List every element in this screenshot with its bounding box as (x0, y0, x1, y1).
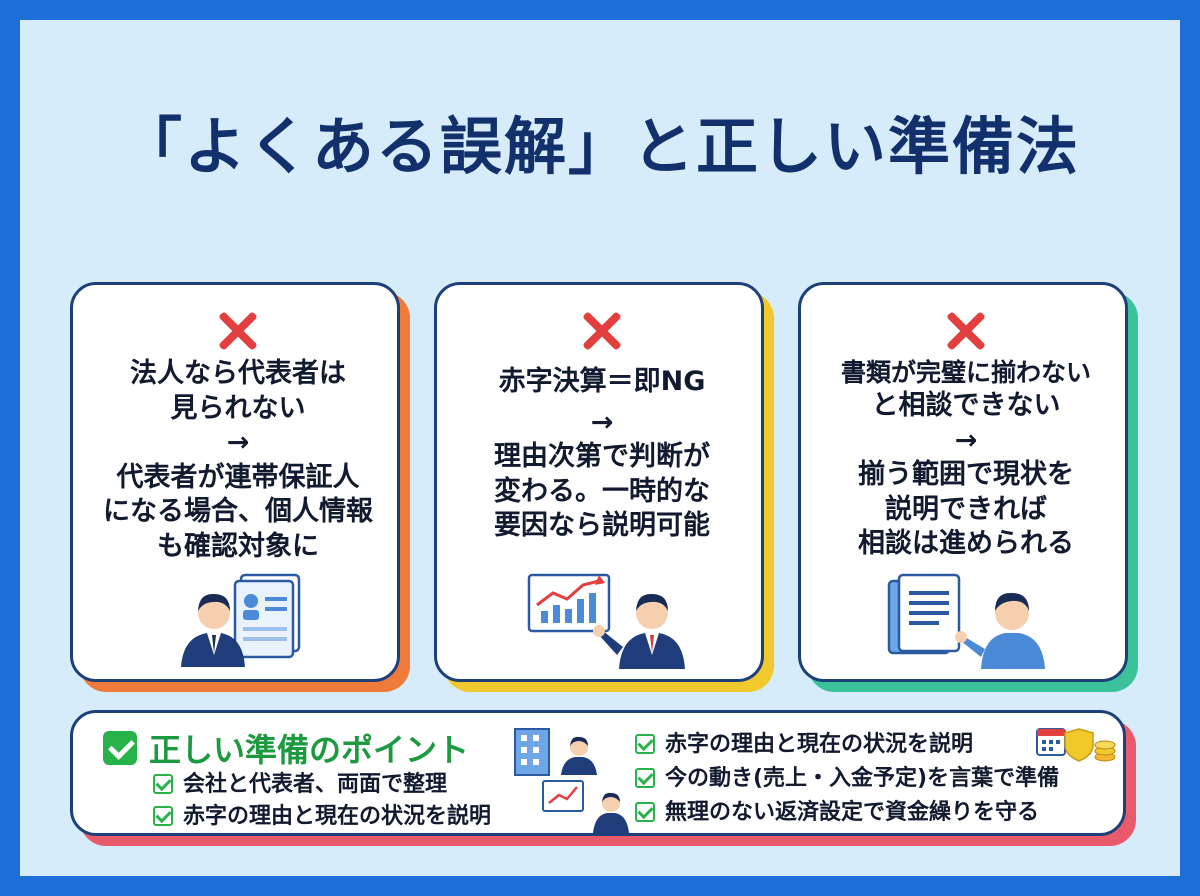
misconception-card-3: 書類が完璧に揃わない と相談できない → 揃う範囲で現状を 説明できれば 相談は… (798, 282, 1138, 692)
checkbox-icon (153, 806, 173, 826)
point-item-label: 赤字の理由と現在の状況を説明 (665, 732, 974, 757)
card-body: 赤字決算＝即NG → 理由次第で判断が 変わる。一時的な 要因なら説明可能 (434, 282, 764, 682)
card-line: と相談できない (871, 390, 1061, 421)
point-item-label: 今の動き(売上・入金予定)を言葉で準備 (665, 766, 1060, 791)
checkbox-icon (635, 768, 655, 788)
x-mark-icon (214, 307, 262, 355)
point-item-label: 赤字の理由と現在の状況を説明 (183, 804, 492, 829)
card-text: 書類が完璧に揃わない と相談できない → 揃う範囲で現状を 説明できれば 相談は… (811, 357, 1121, 562)
representative-with-document-icon (181, 573, 301, 667)
check-icon (103, 731, 137, 765)
arrow-text: → (226, 427, 250, 459)
card-line: 代表者が連帯保証人 (116, 461, 360, 493)
card-line: 見られない (170, 392, 306, 424)
points-title: 正しい準備のポイント (149, 731, 470, 769)
point-item: 赤字の理由と現在の状況を説明 (635, 731, 973, 759)
x-mark-icon (942, 307, 990, 355)
person-with-documents-icon (887, 573, 1045, 669)
card-line: 赤字決算＝即NG (498, 366, 706, 397)
card-line: 書類が完璧に揃わない (840, 358, 1091, 387)
misconception-card-2: 赤字決算＝即NG → 理由次第で判断が 変わる。一時的な 要因なら説明可能 (434, 282, 774, 692)
checkbox-icon (153, 774, 173, 794)
calendar-shield-coins-icon (1036, 728, 1116, 762)
card-line: 要因なら説明可能 (494, 510, 710, 542)
checkbox-icon (635, 734, 655, 754)
checkbox-icon (635, 802, 655, 822)
point-item: 赤字の理由と現在の状況を説明 (153, 803, 491, 831)
card-body: 法人なら代表者は 見られない → 代表者が連帯保証人 になる場合、個人情報 も確… (70, 282, 400, 682)
card-line: 揃う範囲で現状を (858, 459, 1074, 491)
page-title: 「よくある誤解」と正しい準備法 (119, 110, 1080, 183)
point-item: 今の動き(売上・入金予定)を言葉で準備 (635, 765, 1059, 793)
arrow-text: → (954, 424, 978, 456)
arrow-text: → (590, 406, 614, 438)
points-panel: 正しい準備のポイント 会社と代表者、両面で整理 赤字の理由と現在の状況を説明 赤… (70, 710, 1126, 836)
card-body: 書類が完璧に揃わない と相談できない → 揃う範囲で現状を 説明できれば 相談は… (798, 282, 1128, 682)
chart-presenter-icon (542, 780, 629, 833)
point-item: 無理のない返済設定で資金繰りを守る (635, 799, 1039, 827)
misconception-card-1: 法人なら代表者は 見られない → 代表者が連帯保証人 になる場合、個人情報 も確… (70, 282, 410, 692)
card-line: 理由次第で判断が (494, 441, 710, 473)
point-item-label: 無理のない返済設定で資金繰りを守る (665, 800, 1040, 825)
card-line: 変わる。一時的な (494, 475, 710, 507)
card-line: 法人なら代表者は (130, 358, 346, 389)
card-line: も確認対象に (157, 530, 319, 562)
card-text: 赤字決算＝即NG → 理由次第で判断が 変わる。一時的な 要因なら説明可能 (447, 365, 757, 544)
presenter-with-chart-icon (527, 573, 685, 669)
card-line: になる場合、個人情報 (103, 496, 373, 528)
point-item: 会社と代表者、両面で整理 (153, 771, 447, 799)
card-text: 法人なら代表者は 見られない → 代表者が連帯保証人 になる場合、個人情報 も確… (83, 357, 393, 564)
card-line: 相談は進められる (858, 528, 1074, 560)
x-mark-icon (578, 307, 626, 355)
card-line: 説明できれば (885, 493, 1047, 525)
point-item-label: 会社と代表者、両面で整理 (183, 772, 448, 797)
office-building-icon (514, 728, 597, 776)
